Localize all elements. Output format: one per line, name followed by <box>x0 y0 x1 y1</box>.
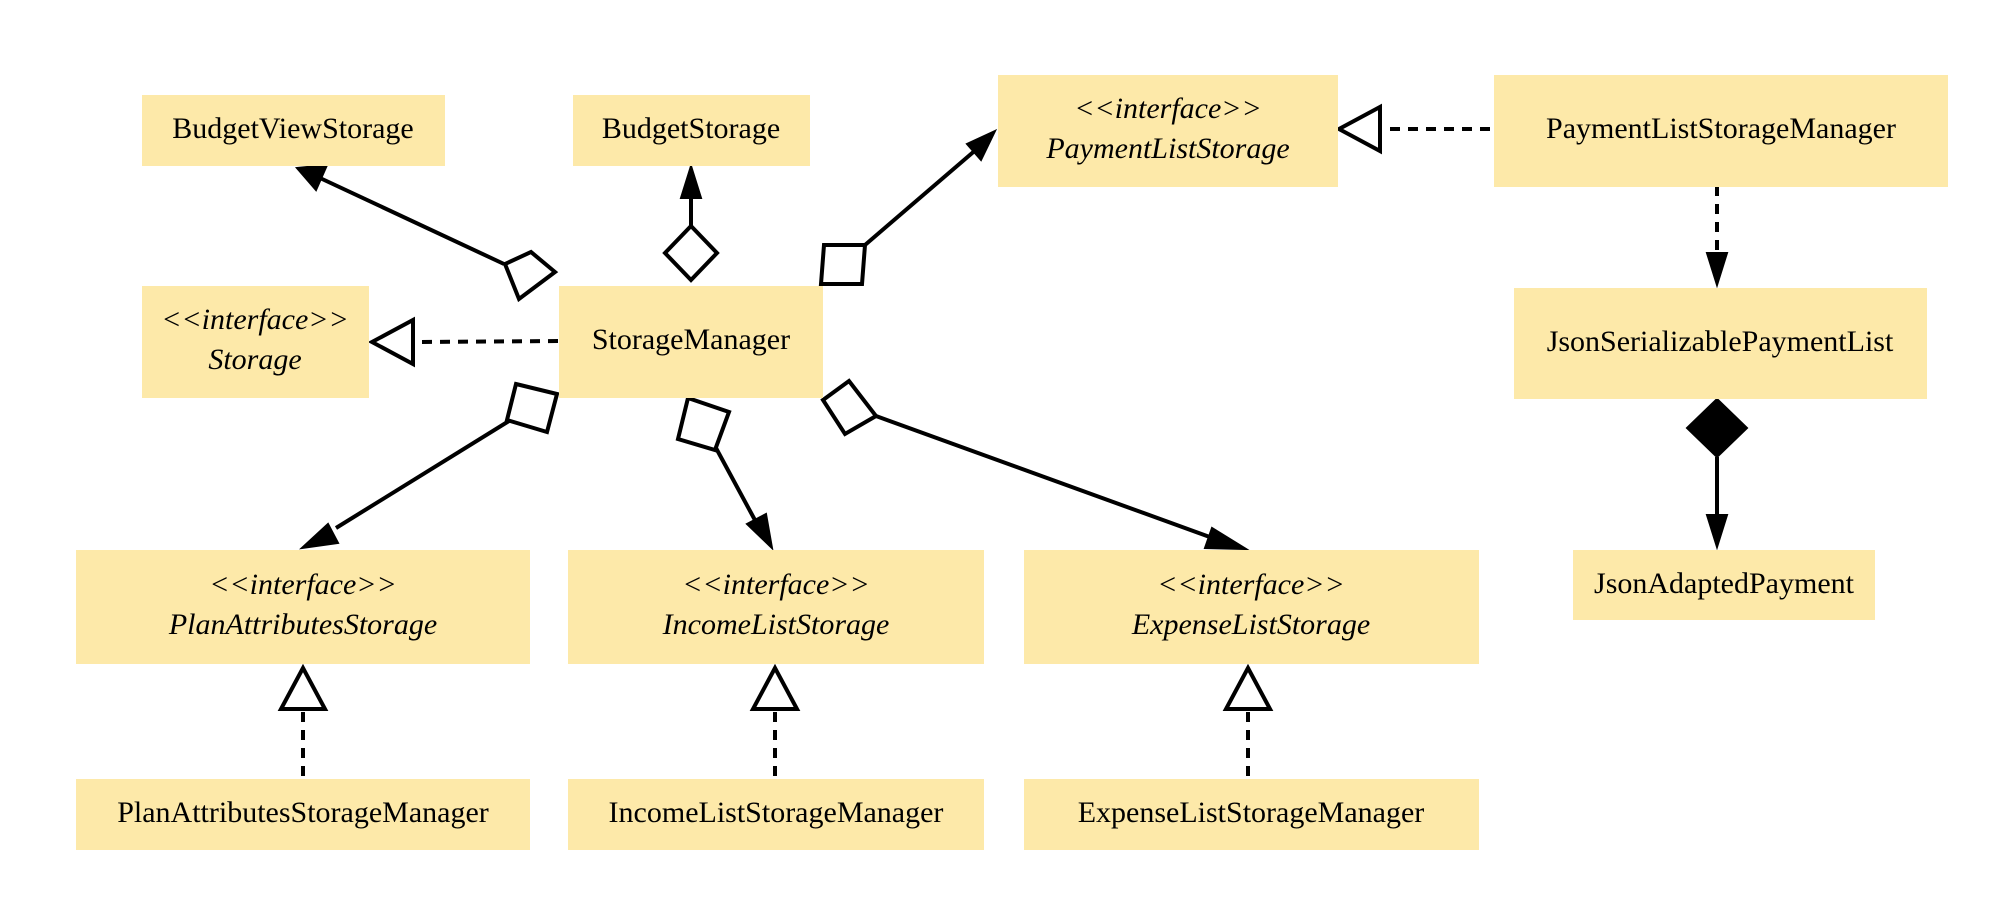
aggregation-storagemanager-budgetviewstorage <box>294 163 559 303</box>
arrowhead-icon <box>1705 252 1729 289</box>
class-name: BudgetStorage <box>602 112 780 145</box>
open-diamond-icon <box>502 249 559 303</box>
class-json-adapted-payment: JsonAdaptedPayment <box>1573 550 1875 620</box>
interface-storage: <<interface>> Storage <box>142 286 369 398</box>
realization-incomeliststoragemanager-incomeliststorage <box>749 663 801 776</box>
nodes: BudgetViewStorage BudgetStorage <<interf… <box>76 75 1948 850</box>
class-name: StorageManager <box>592 323 790 356</box>
class-storage-manager: StorageManager <box>559 286 823 398</box>
stereotype-label: <<interface>> <box>161 303 349 336</box>
stereotype-label: <<interface>> <box>209 568 397 601</box>
interface-name: Storage <box>208 343 301 376</box>
interface-name: PlanAttributesStorage <box>168 608 437 641</box>
class-name: ExpenseListStorageManager <box>1078 796 1425 829</box>
open-diamond-icon <box>504 381 560 435</box>
interface-name: ExpenseListStorage <box>1131 608 1370 641</box>
class-name: JsonSerializablePaymentList <box>1547 325 1894 358</box>
composition-jsonserializablepaymentlist-jsonadaptedpayment <box>1685 397 1749 551</box>
aggregation-storagemanager-incomeliststorage <box>675 395 774 551</box>
class-plan-attributes-storage-manager: PlanAttributesStorageManager <box>76 779 530 850</box>
arrowhead-icon <box>679 162 703 199</box>
class-payment-list-storage-manager: PaymentListStorageManager <box>1494 75 1948 187</box>
class-income-list-storage-manager: IncomeListStorageManager <box>568 779 984 850</box>
arrowhead-icon <box>298 522 340 550</box>
aggregation-storagemanager-planattributesstorage <box>298 381 560 550</box>
arrowhead-icon <box>965 128 998 162</box>
aggregation-storagemanager-budgetstorage <box>662 162 720 283</box>
filled-diamond-icon <box>1685 397 1749 459</box>
open-triangle-icon <box>367 316 415 368</box>
aggregation-storagemanager-paymentliststorage <box>818 128 998 286</box>
realization-paymentliststoragemanager-paymentliststorage <box>1334 103 1490 155</box>
edges <box>277 103 1749 776</box>
open-diamond-icon <box>675 395 732 453</box>
open-diamond-icon <box>662 223 720 283</box>
arrowhead-icon <box>1705 514 1729 551</box>
interface-name: PaymentListStorage <box>1045 132 1289 165</box>
class-expense-list-storage-manager: ExpenseListStorageManager <box>1024 779 1479 850</box>
realization-planattributesstoragemanager-planattributesstorage <box>277 663 329 776</box>
arrowhead-icon <box>294 163 329 192</box>
stereotype-label: <<interface>> <box>1074 92 1262 125</box>
aggregation-storagemanager-expenseliststorage <box>820 378 1250 551</box>
stereotype-label: <<interface>> <box>1157 568 1345 601</box>
class-name: JsonAdaptedPayment <box>1594 567 1855 600</box>
class-name: PlanAttributesStorageManager <box>117 796 489 829</box>
realization-storagemanager-storage <box>367 316 559 368</box>
interface-payment-list-storage: <<interface>> PaymentListStorage <box>998 75 1338 187</box>
interface-income-list-storage: <<interface>> IncomeListStorage <box>568 550 984 664</box>
dependency-paymentliststoragemanager-jsonserializablepaymentlist <box>1705 186 1729 289</box>
open-triangle-icon <box>1222 663 1274 711</box>
class-name: PaymentListStorageManager <box>1546 112 1896 145</box>
interface-name: IncomeListStorage <box>662 608 890 641</box>
open-triangle-icon <box>1334 103 1382 155</box>
realization-expenseliststoragemanager-expenseliststorage <box>1222 663 1274 776</box>
arrowhead-icon <box>1203 526 1250 551</box>
class-name: IncomeListStorageManager <box>609 796 944 829</box>
open-diamond-icon <box>818 243 868 286</box>
interface-plan-attributes-storage: <<interface>> PlanAttributesStorage <box>76 550 530 664</box>
interface-expense-list-storage: <<interface>> ExpenseListStorage <box>1024 550 1479 664</box>
class-budget-storage: BudgetStorage <box>573 95 810 166</box>
open-triangle-icon <box>749 663 801 711</box>
class-name: BudgetViewStorage <box>172 112 413 145</box>
class-json-serializable-payment-list: JsonSerializablePaymentList <box>1514 288 1927 399</box>
arrowhead-icon <box>745 512 774 551</box>
open-diamond-icon <box>820 378 879 437</box>
class-budget-view-storage: BudgetViewStorage <box>142 95 445 166</box>
stereotype-label: <<interface>> <box>682 568 870 601</box>
open-triangle-icon <box>277 663 329 711</box>
